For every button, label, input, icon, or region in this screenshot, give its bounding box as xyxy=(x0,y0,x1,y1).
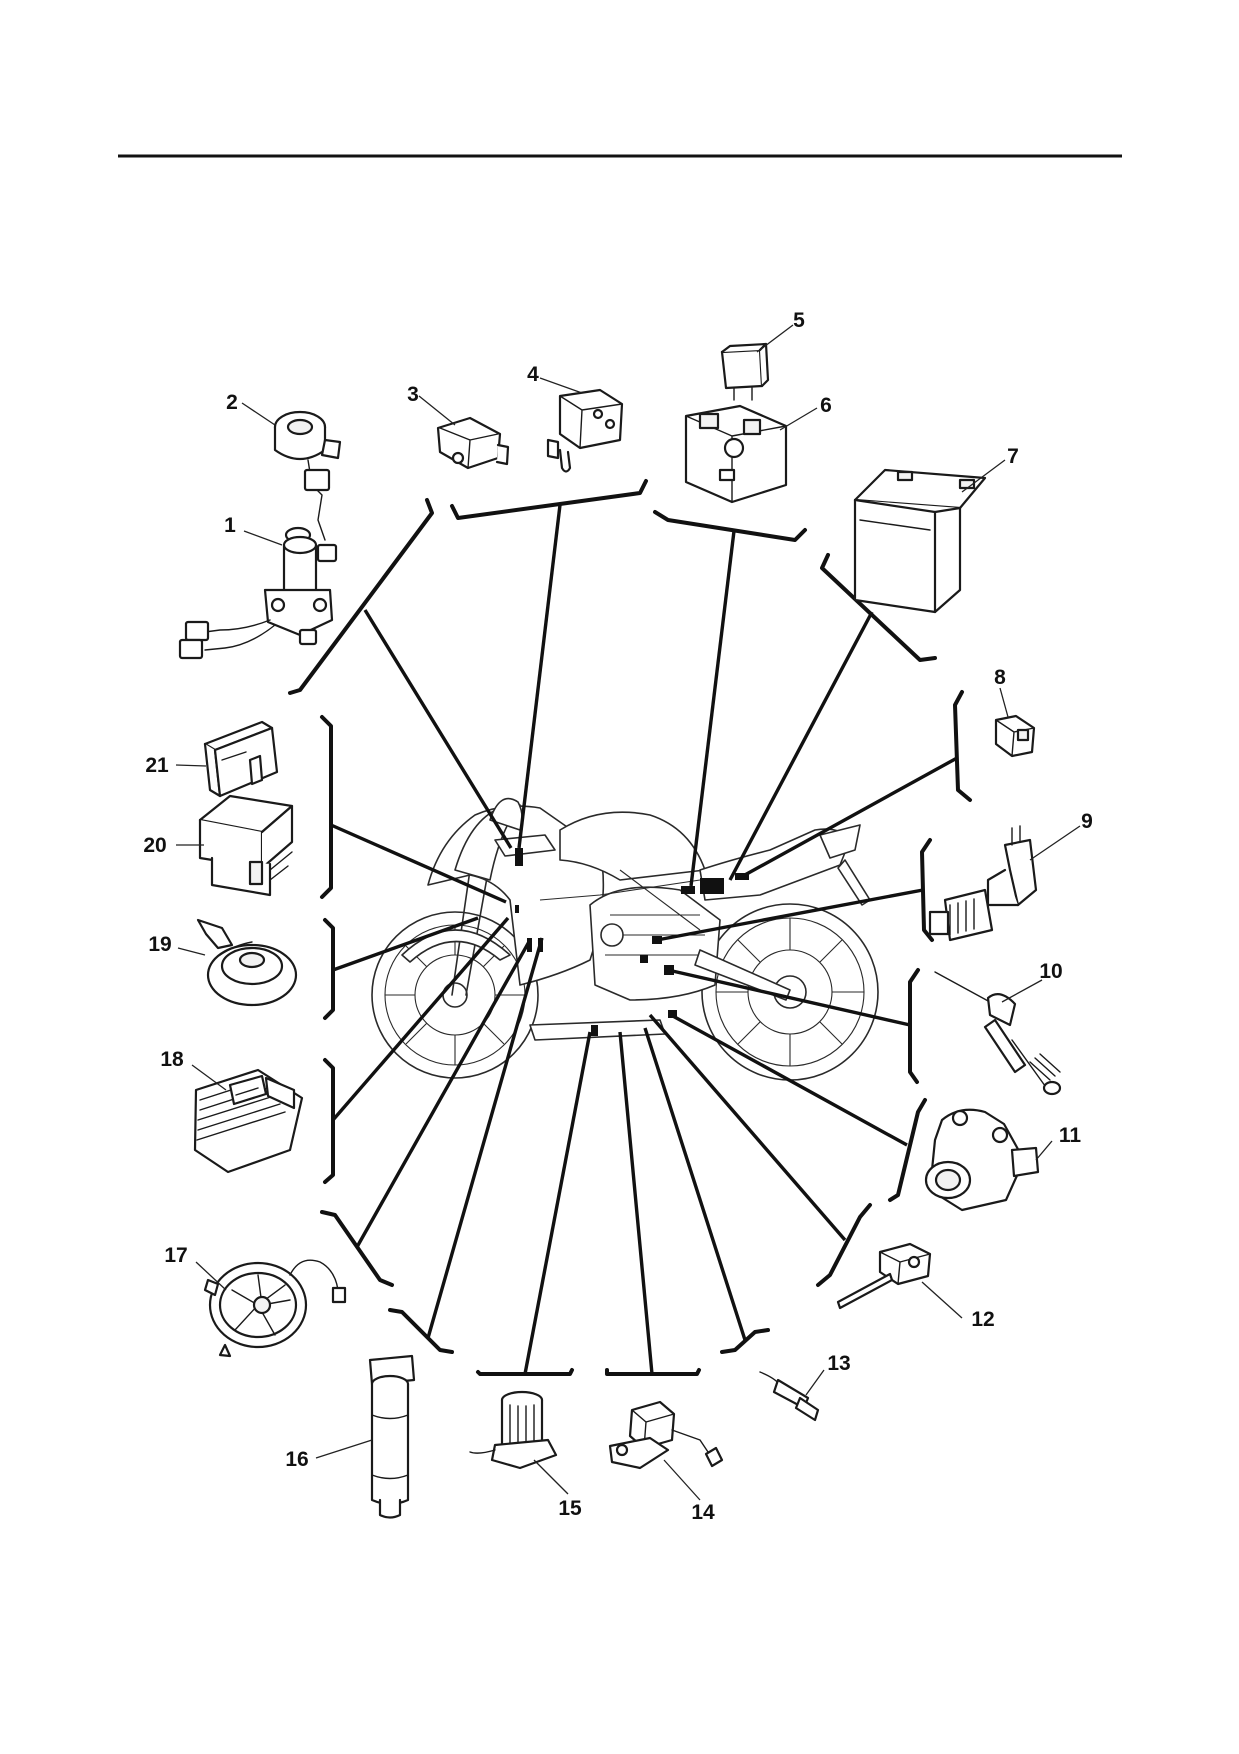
component-21 xyxy=(203,720,279,798)
component-1 xyxy=(178,526,334,660)
component-14 xyxy=(608,1400,724,1470)
callout-19: 19 xyxy=(148,933,171,956)
callout-7: 7 xyxy=(1007,445,1019,468)
callout-8: 8 xyxy=(994,666,1006,689)
callout-4: 4 xyxy=(527,363,539,386)
motorcycle-drawing xyxy=(371,797,879,1081)
component-9 xyxy=(928,825,1038,942)
callout-1: 1 xyxy=(224,514,236,537)
callout-2: 2 xyxy=(226,391,238,414)
callout-17: 17 xyxy=(164,1244,187,1267)
component-8 xyxy=(994,714,1036,758)
component-2 xyxy=(273,410,342,563)
group-brackets xyxy=(288,479,972,1376)
callout-12: 12 xyxy=(971,1308,994,1331)
callout-14: 14 xyxy=(691,1501,715,1524)
component-17 xyxy=(203,1259,347,1358)
component-16 xyxy=(368,1354,416,1519)
component-4 xyxy=(546,388,624,473)
callout-3: 3 xyxy=(407,383,419,406)
callout-6: 6 xyxy=(820,394,832,417)
component-12 xyxy=(836,1242,932,1310)
component-6 xyxy=(684,404,788,504)
component-5 xyxy=(720,342,770,401)
component-15 xyxy=(469,1390,558,1470)
component-3 xyxy=(436,416,510,470)
callout-21: 21 xyxy=(145,754,169,777)
callout-16: 16 xyxy=(285,1448,308,1471)
component-13 xyxy=(759,1371,820,1422)
callout-11: 11 xyxy=(1059,1124,1082,1147)
component-18 xyxy=(193,1068,304,1174)
callout-labels: 1 2 3 4 5 6 7 8 9 10 11 12 13 14 15 16 1… xyxy=(143,309,1093,1524)
component-7 xyxy=(853,468,987,614)
callout-13: 13 xyxy=(827,1352,850,1375)
component-19 xyxy=(196,918,298,1007)
callout-20: 20 xyxy=(143,834,166,857)
callout-leaders xyxy=(175,324,1081,1501)
callout-9: 9 xyxy=(1081,810,1093,833)
callout-15: 15 xyxy=(558,1497,582,1520)
component-11 xyxy=(924,1108,1040,1212)
callout-10: 10 xyxy=(1039,960,1062,983)
component-10 xyxy=(934,971,1062,1096)
callout-5: 5 xyxy=(793,309,805,332)
component-20 xyxy=(198,794,294,897)
callout-18: 18 xyxy=(160,1048,184,1071)
